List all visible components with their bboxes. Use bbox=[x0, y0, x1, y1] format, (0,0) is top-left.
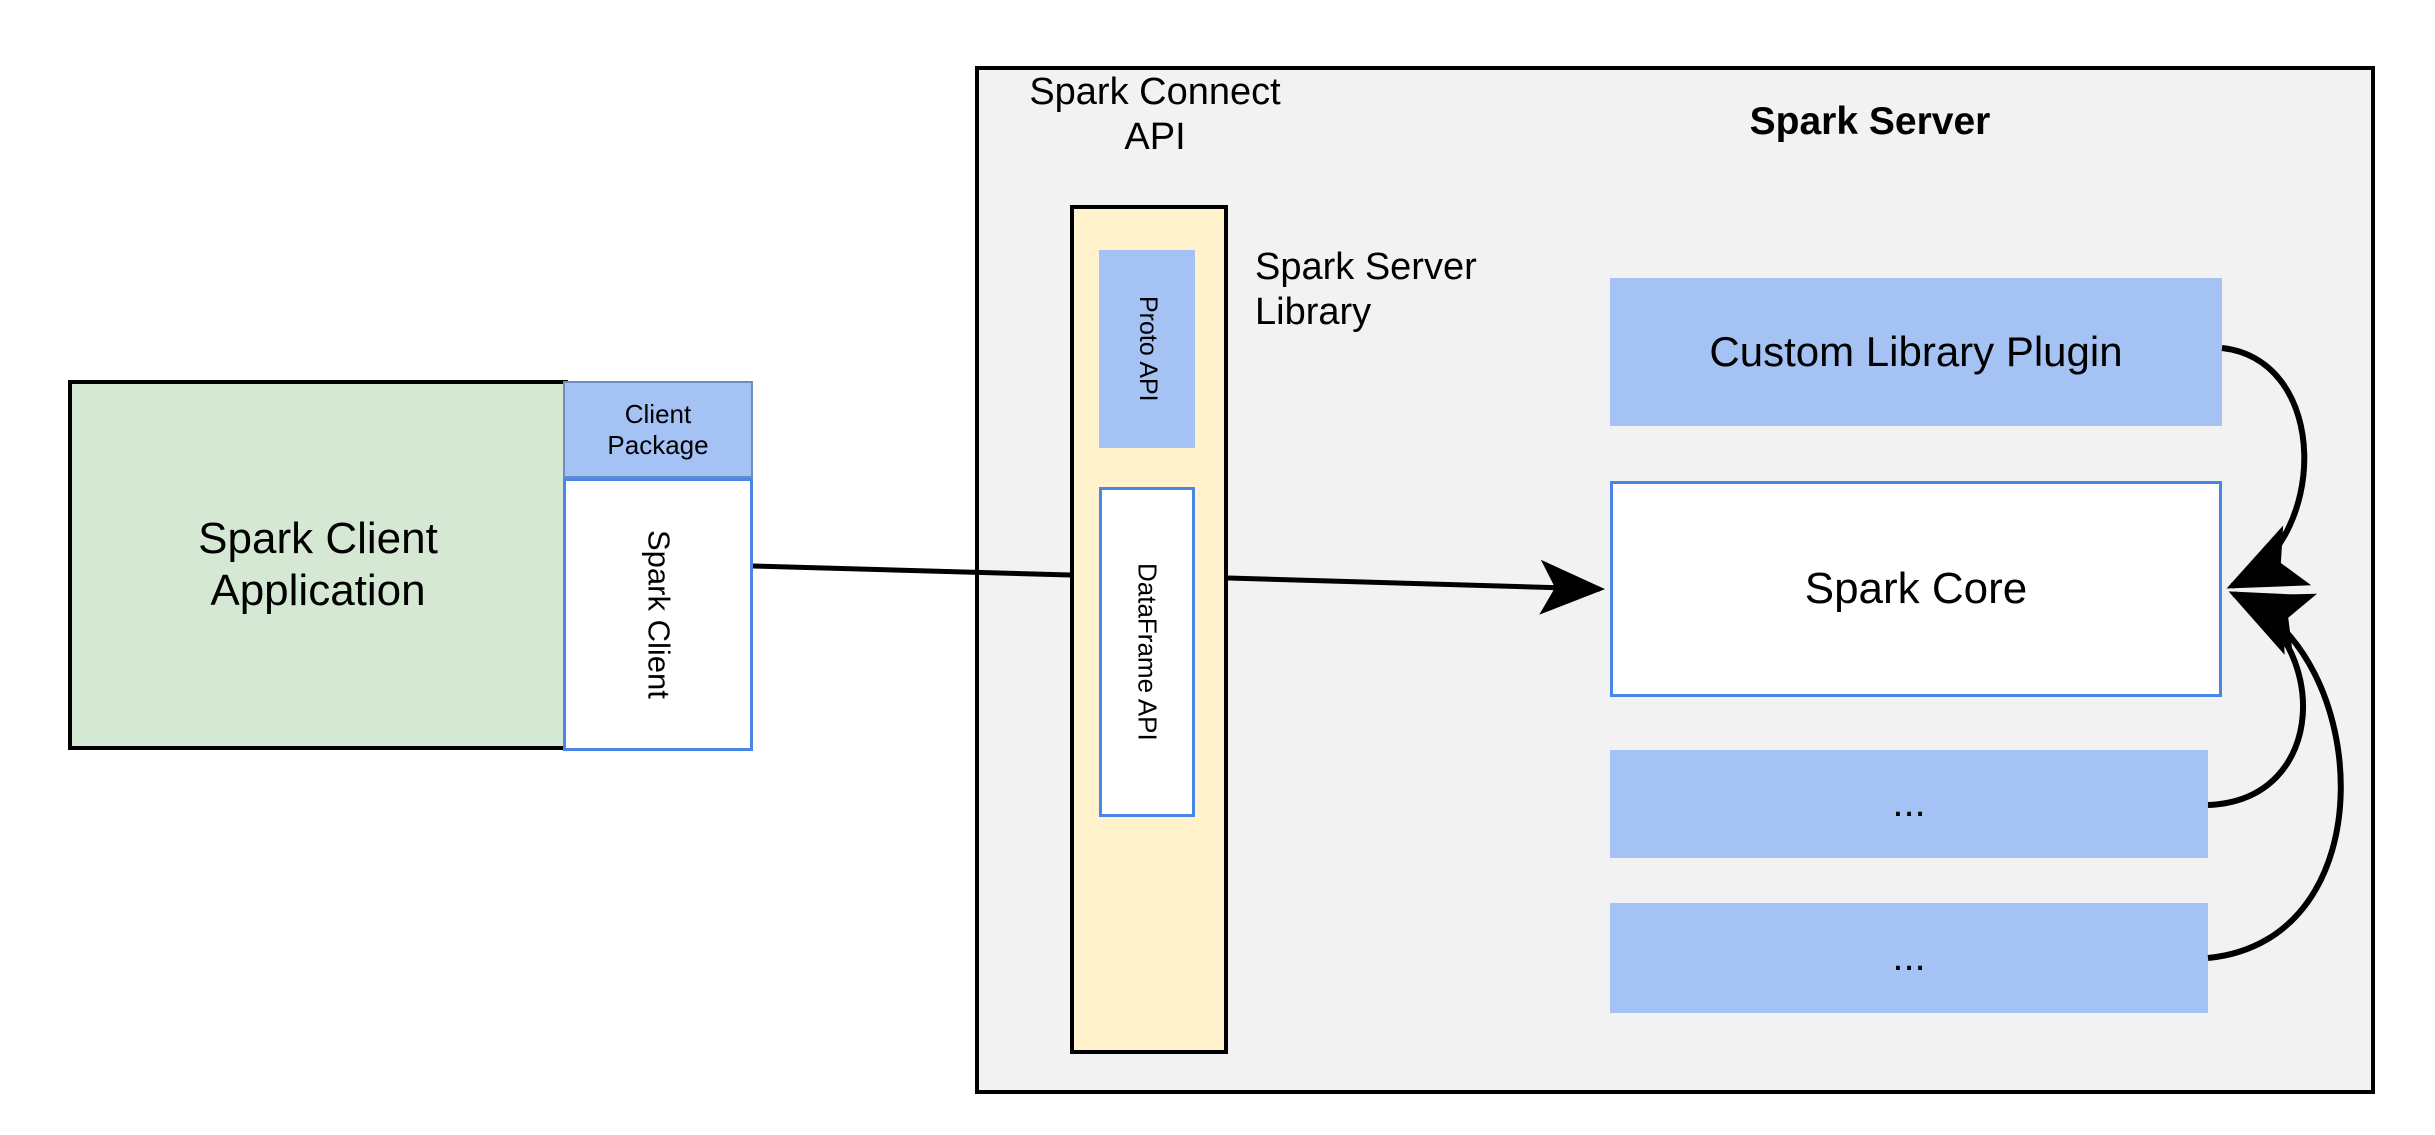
spark-client-application-box[interactable]: Spark Client Application bbox=[68, 380, 568, 750]
spark-server-library-label: Spark Server Library bbox=[1255, 245, 1555, 345]
server-component-ellipsis-2[interactable]: ... bbox=[1610, 903, 2208, 1013]
server-library-line2: Library bbox=[1255, 290, 1372, 333]
custom-library-plugin-box[interactable]: Custom Library Plugin bbox=[1610, 278, 2222, 426]
server-component-ellipsis-1[interactable]: ... bbox=[1610, 750, 2208, 858]
proto-api-box[interactable]: Proto API bbox=[1099, 250, 1195, 448]
ellipsis-1-label: ... bbox=[1892, 781, 1926, 826]
client-package-line2: Package bbox=[607, 429, 709, 460]
client-app-line1: Spark Client bbox=[198, 514, 438, 564]
spark-client-application-label: Spark Client Application bbox=[198, 513, 438, 617]
ellipsis-2-label: ... bbox=[1892, 935, 1926, 980]
dataframe-api-box[interactable]: DataFrame API bbox=[1099, 487, 1195, 817]
spark-client-box[interactable]: Spark Client bbox=[563, 478, 753, 751]
client-package-box[interactable]: Client Package bbox=[563, 381, 753, 478]
client-app-line2: Application bbox=[210, 566, 426, 615]
proto-api-label: Proto API bbox=[1133, 296, 1162, 402]
dataframe-api-label: DataFrame API bbox=[1132, 563, 1163, 741]
client-package-label: Client Package bbox=[607, 399, 708, 460]
spark-core-label: Spark Core bbox=[1804, 564, 2028, 614]
connect-api-line1: Spark Connect bbox=[1029, 71, 1281, 113]
client-package-line1: Client bbox=[624, 398, 692, 429]
spark-core-box[interactable]: Spark Core bbox=[1610, 481, 2222, 697]
server-library-line1: Spark Server bbox=[1255, 246, 1477, 288]
spark-connect-api-label: Spark Connect API bbox=[1010, 70, 1300, 160]
custom-library-plugin-label: Custom Library Plugin bbox=[1709, 328, 2123, 376]
spark-client-label: Spark Client bbox=[641, 530, 677, 699]
spark-server-title: Spark Server bbox=[1749, 99, 1991, 143]
connect-api-line2: API bbox=[1124, 115, 1186, 158]
